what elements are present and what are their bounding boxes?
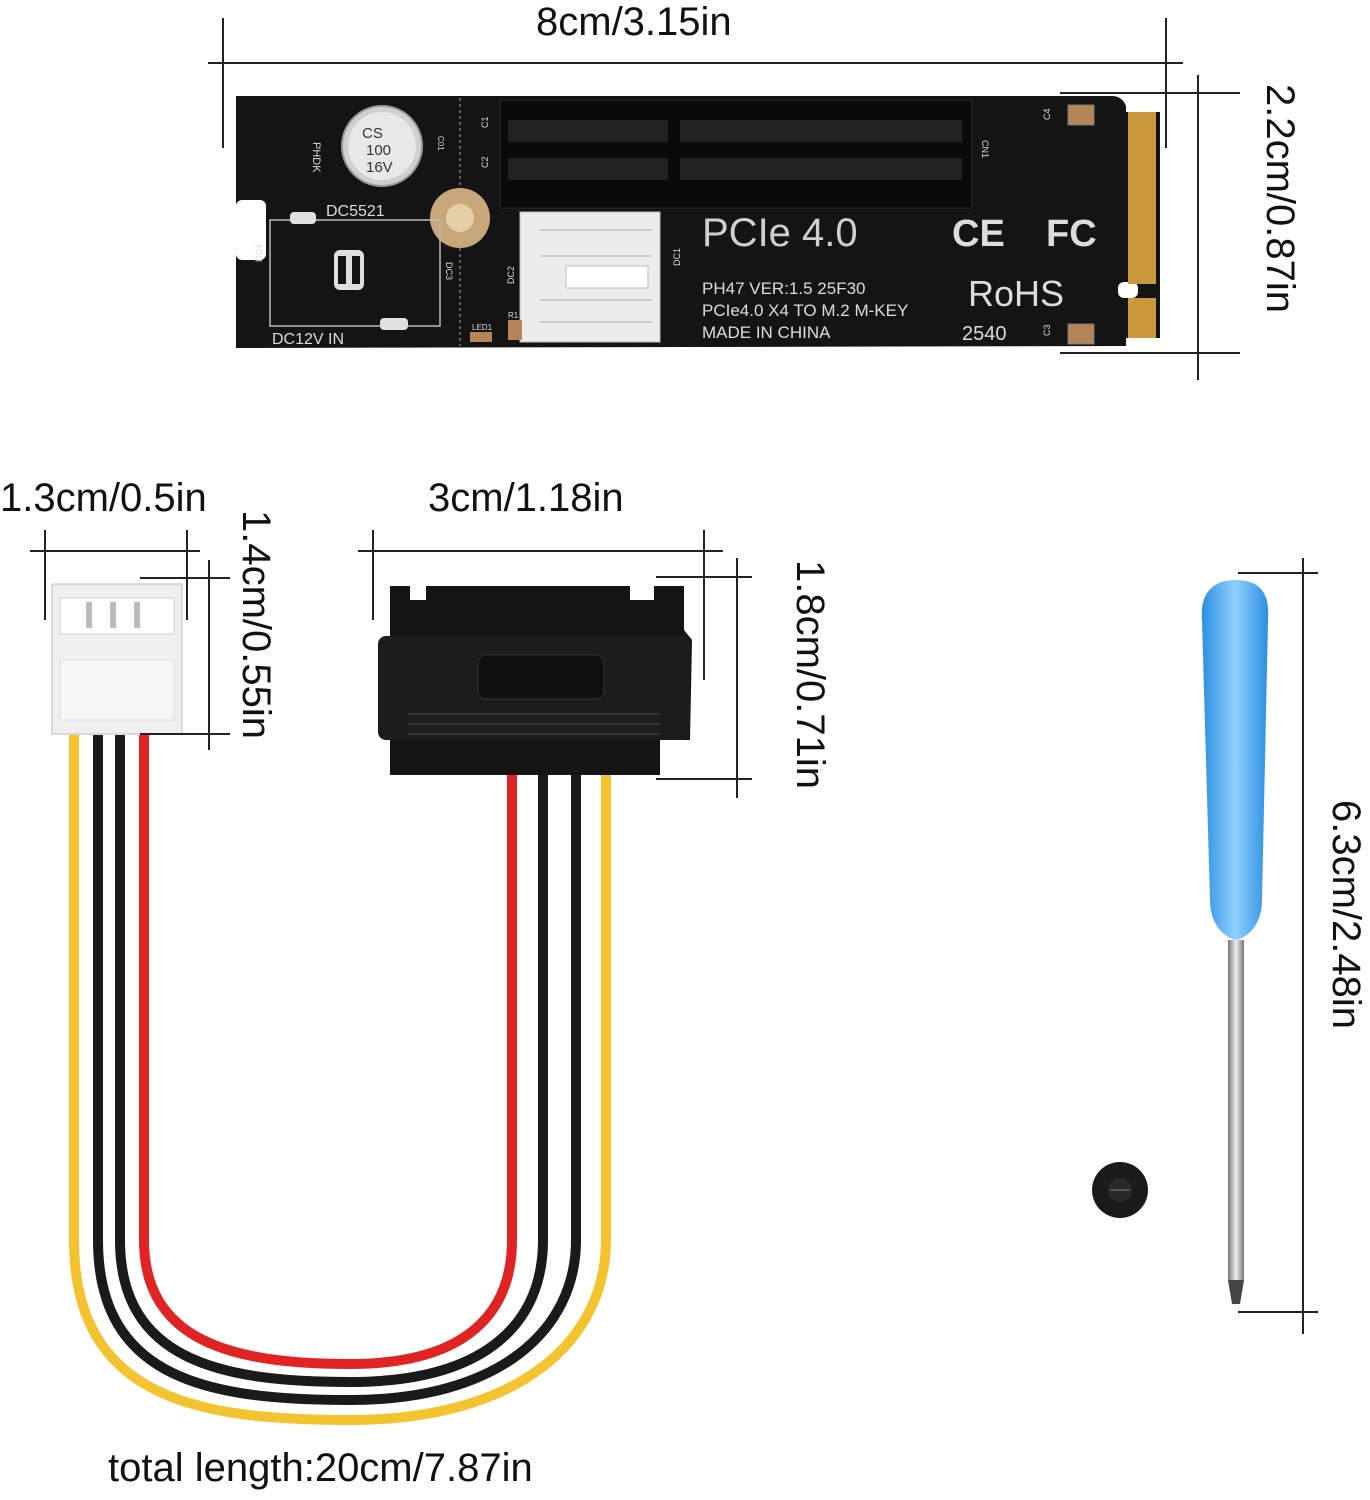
- origin-line: MADE IN CHINA: [702, 323, 831, 342]
- silk-c01: C01: [436, 136, 445, 151]
- board-height-tick-top: [1060, 92, 1240, 94]
- board-width-label: 8cm/3.15in: [536, 0, 732, 44]
- screwdriver-handle: [1201, 580, 1269, 940]
- connector-height-tick-bottom: [140, 733, 230, 735]
- yellow-wire: [69, 735, 611, 1426]
- board-height-tick-bottom: [1060, 352, 1240, 354]
- capacitor-label-3: 16V: [366, 159, 393, 176]
- capacitor-label-2: 100: [366, 142, 391, 159]
- silk-dc1: DC1: [672, 248, 682, 266]
- pcie-slot: [499, 99, 973, 209]
- capacitor-label-1: CS: [362, 125, 383, 142]
- date-code: 2540: [962, 323, 1007, 345]
- connector-height-dimension-line: [208, 560, 210, 750]
- gold-fingers: [1128, 112, 1156, 338]
- power-jack-label: DC5521: [326, 203, 385, 220]
- connector-height-tick-top: [140, 577, 230, 579]
- screwdriver-length-tick-top: [1238, 572, 1318, 574]
- sata-power-connector: [378, 586, 692, 775]
- black-wire-1: [93, 735, 581, 1406]
- silk-dc3: DC3: [444, 262, 454, 280]
- screwdriver-length-dimension-line: [1302, 558, 1304, 1334]
- screwdriver-shaft: [1228, 940, 1244, 1280]
- brand-mark: PHDK: [310, 142, 322, 173]
- ce-mark: CE: [952, 213, 1005, 255]
- silk-dc2: DC2: [506, 266, 516, 284]
- fc-mark: FC: [1046, 213, 1097, 255]
- black-wire-2: [115, 735, 548, 1388]
- silk-dc4: DC4: [254, 244, 264, 262]
- connector-width-tick-right: [186, 530, 188, 620]
- power-in-label: DC12V IN: [272, 331, 344, 348]
- sata-height-tick-bottom: [656, 778, 752, 780]
- connector-width-tick-left: [44, 530, 46, 620]
- cable-length-label: total length:20cm/7.87in: [108, 1446, 533, 1490]
- board-power-connector: [519, 211, 661, 343]
- sata-width-dimension-line: [358, 550, 723, 552]
- connector-width-dimension-line: [30, 550, 200, 552]
- silk-r1: R1: [508, 311, 519, 320]
- spec-line: PCIe4.0 X4 TO M.2 M-KEY: [702, 301, 908, 320]
- model-line: PH47 VER:1.5 25F30: [702, 279, 865, 298]
- capacitor: [341, 105, 423, 187]
- silk-cn1: CN1: [980, 140, 990, 158]
- silk-c2: C2: [480, 156, 490, 168]
- connector-width-label: 1.3cm/0.5in: [0, 476, 207, 520]
- screw: [1092, 1162, 1148, 1218]
- silk-c1: C1: [480, 116, 490, 128]
- board-height-dimension-line: [1197, 75, 1199, 380]
- board-width-dimension-line: [208, 62, 1183, 64]
- interface-label: PCIe 4.0: [702, 211, 858, 255]
- mounting-hole: [430, 188, 490, 248]
- sata-width-tick-left: [372, 530, 374, 620]
- sata-width-label: 3cm/1.18in: [428, 476, 624, 520]
- sata-height-dimension-line: [736, 558, 738, 798]
- silk-led1: LED1: [472, 323, 493, 332]
- sata-height-tick-top: [656, 576, 752, 578]
- small-4pin-connector: [51, 583, 183, 735]
- board-width-tick-left: [222, 18, 224, 148]
- board-width-tick-right: [1165, 18, 1167, 148]
- screwdriver-length-tick-bottom: [1238, 1311, 1318, 1313]
- rohs-mark: RoHS: [968, 273, 1064, 314]
- silk-c3: C3: [1042, 324, 1052, 336]
- sata-width-tick-right: [703, 530, 705, 680]
- silk-c4: C4: [1042, 108, 1052, 120]
- screwdriver-length-label: 6.3cm/2.48in: [1324, 800, 1368, 1030]
- red-wire: [139, 735, 517, 1370]
